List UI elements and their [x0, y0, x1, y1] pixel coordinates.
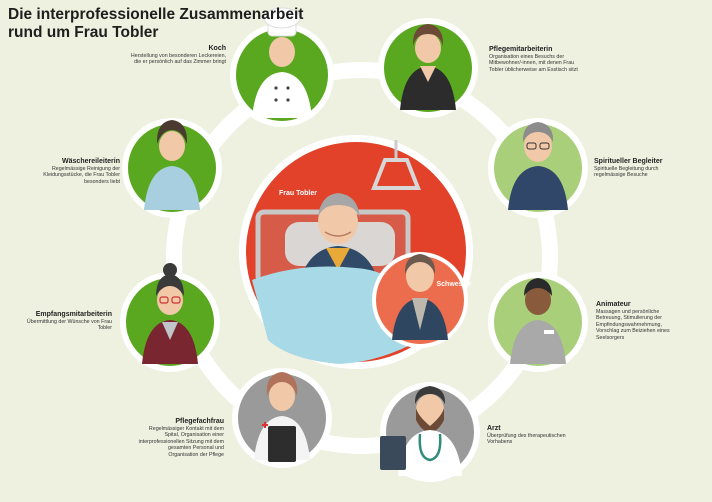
- role-pflegefachfrau: Pflegefachfrau Regelmässiger Kontakt mit…: [138, 417, 224, 458]
- role-title: Pflegefachfrau: [175, 418, 224, 425]
- role-title: Spiritueller Begleiter: [594, 158, 663, 165]
- empfangsmitarbeiterin-portrait: [120, 263, 220, 372]
- role-title: Arzt: [487, 425, 501, 432]
- role-title: Empfangsmitarbeiterin: [35, 311, 112, 318]
- koch-portrait: [230, 7, 334, 127]
- role-description: Organisation eines Besuchs der Mitbewohn…: [489, 54, 578, 73]
- role-animateur: Animateur Massagen und persönliche Betre…: [596, 300, 684, 341]
- animateur-portrait: [488, 272, 588, 372]
- role-description: Übermittlung der Wünsche von Frau Tobler: [26, 319, 112, 332]
- role-title: Wäschereileiterin: [62, 158, 120, 165]
- nurse-label: Schwester: [436, 281, 472, 288]
- role-pflegemitarbeiterin: Pflegemitarbeiterin Organisation eines B…: [489, 45, 579, 73]
- role-waeschereileiterin: Wäschereileiterin Regelmässige Reinigung…: [30, 157, 120, 185]
- arzt-portrait: [380, 382, 480, 482]
- connection-ring: [166, 62, 558, 454]
- role-empfangsmitarbeiterin: Empfangsmitarbeiterin Übermittlung der W…: [22, 310, 112, 332]
- role-spiritueller-begleiter: Spiritueller Begleiter Spirituelle Begle…: [594, 157, 686, 179]
- role-description: Massagen und persönliche Betreuung, Stim…: [596, 309, 670, 341]
- role-title: Pflegemitarbeiterin: [489, 46, 553, 53]
- role-description: Regelmässiger Kontakt mit dem Spital, Or…: [138, 426, 224, 458]
- spiritueller-begleiter-portrait: [488, 118, 588, 218]
- role-description: Spirituelle Begleitung durch regelmässig…: [594, 166, 659, 179]
- role-title: Animateur: [596, 301, 631, 308]
- pflegemitarbeiterin-portrait: [378, 18, 478, 118]
- waeschereileiterin-portrait: [122, 118, 222, 218]
- pflegefachfrau-portrait: [232, 368, 332, 468]
- role-description: Regelmässige Reinigung der Kleidungsstüc…: [43, 166, 120, 185]
- role-koch: Koch Herstellung von besonderen Leckerei…: [130, 44, 226, 66]
- nurse-illustration: [372, 252, 468, 348]
- page-title: Die interprofessionelle Zusammenarbeit r…: [8, 6, 304, 41]
- role-description: Herstellung von besonderen Leckereien, d…: [130, 53, 226, 66]
- role-title: Koch: [208, 45, 227, 52]
- patient-label: Frau Tobler: [279, 190, 317, 197]
- role-arzt: Arzt Überprüfung des therapeutischen Vor…: [487, 424, 567, 446]
- role-description: Überprüfung des therapeutischen Vorhaben…: [487, 433, 566, 446]
